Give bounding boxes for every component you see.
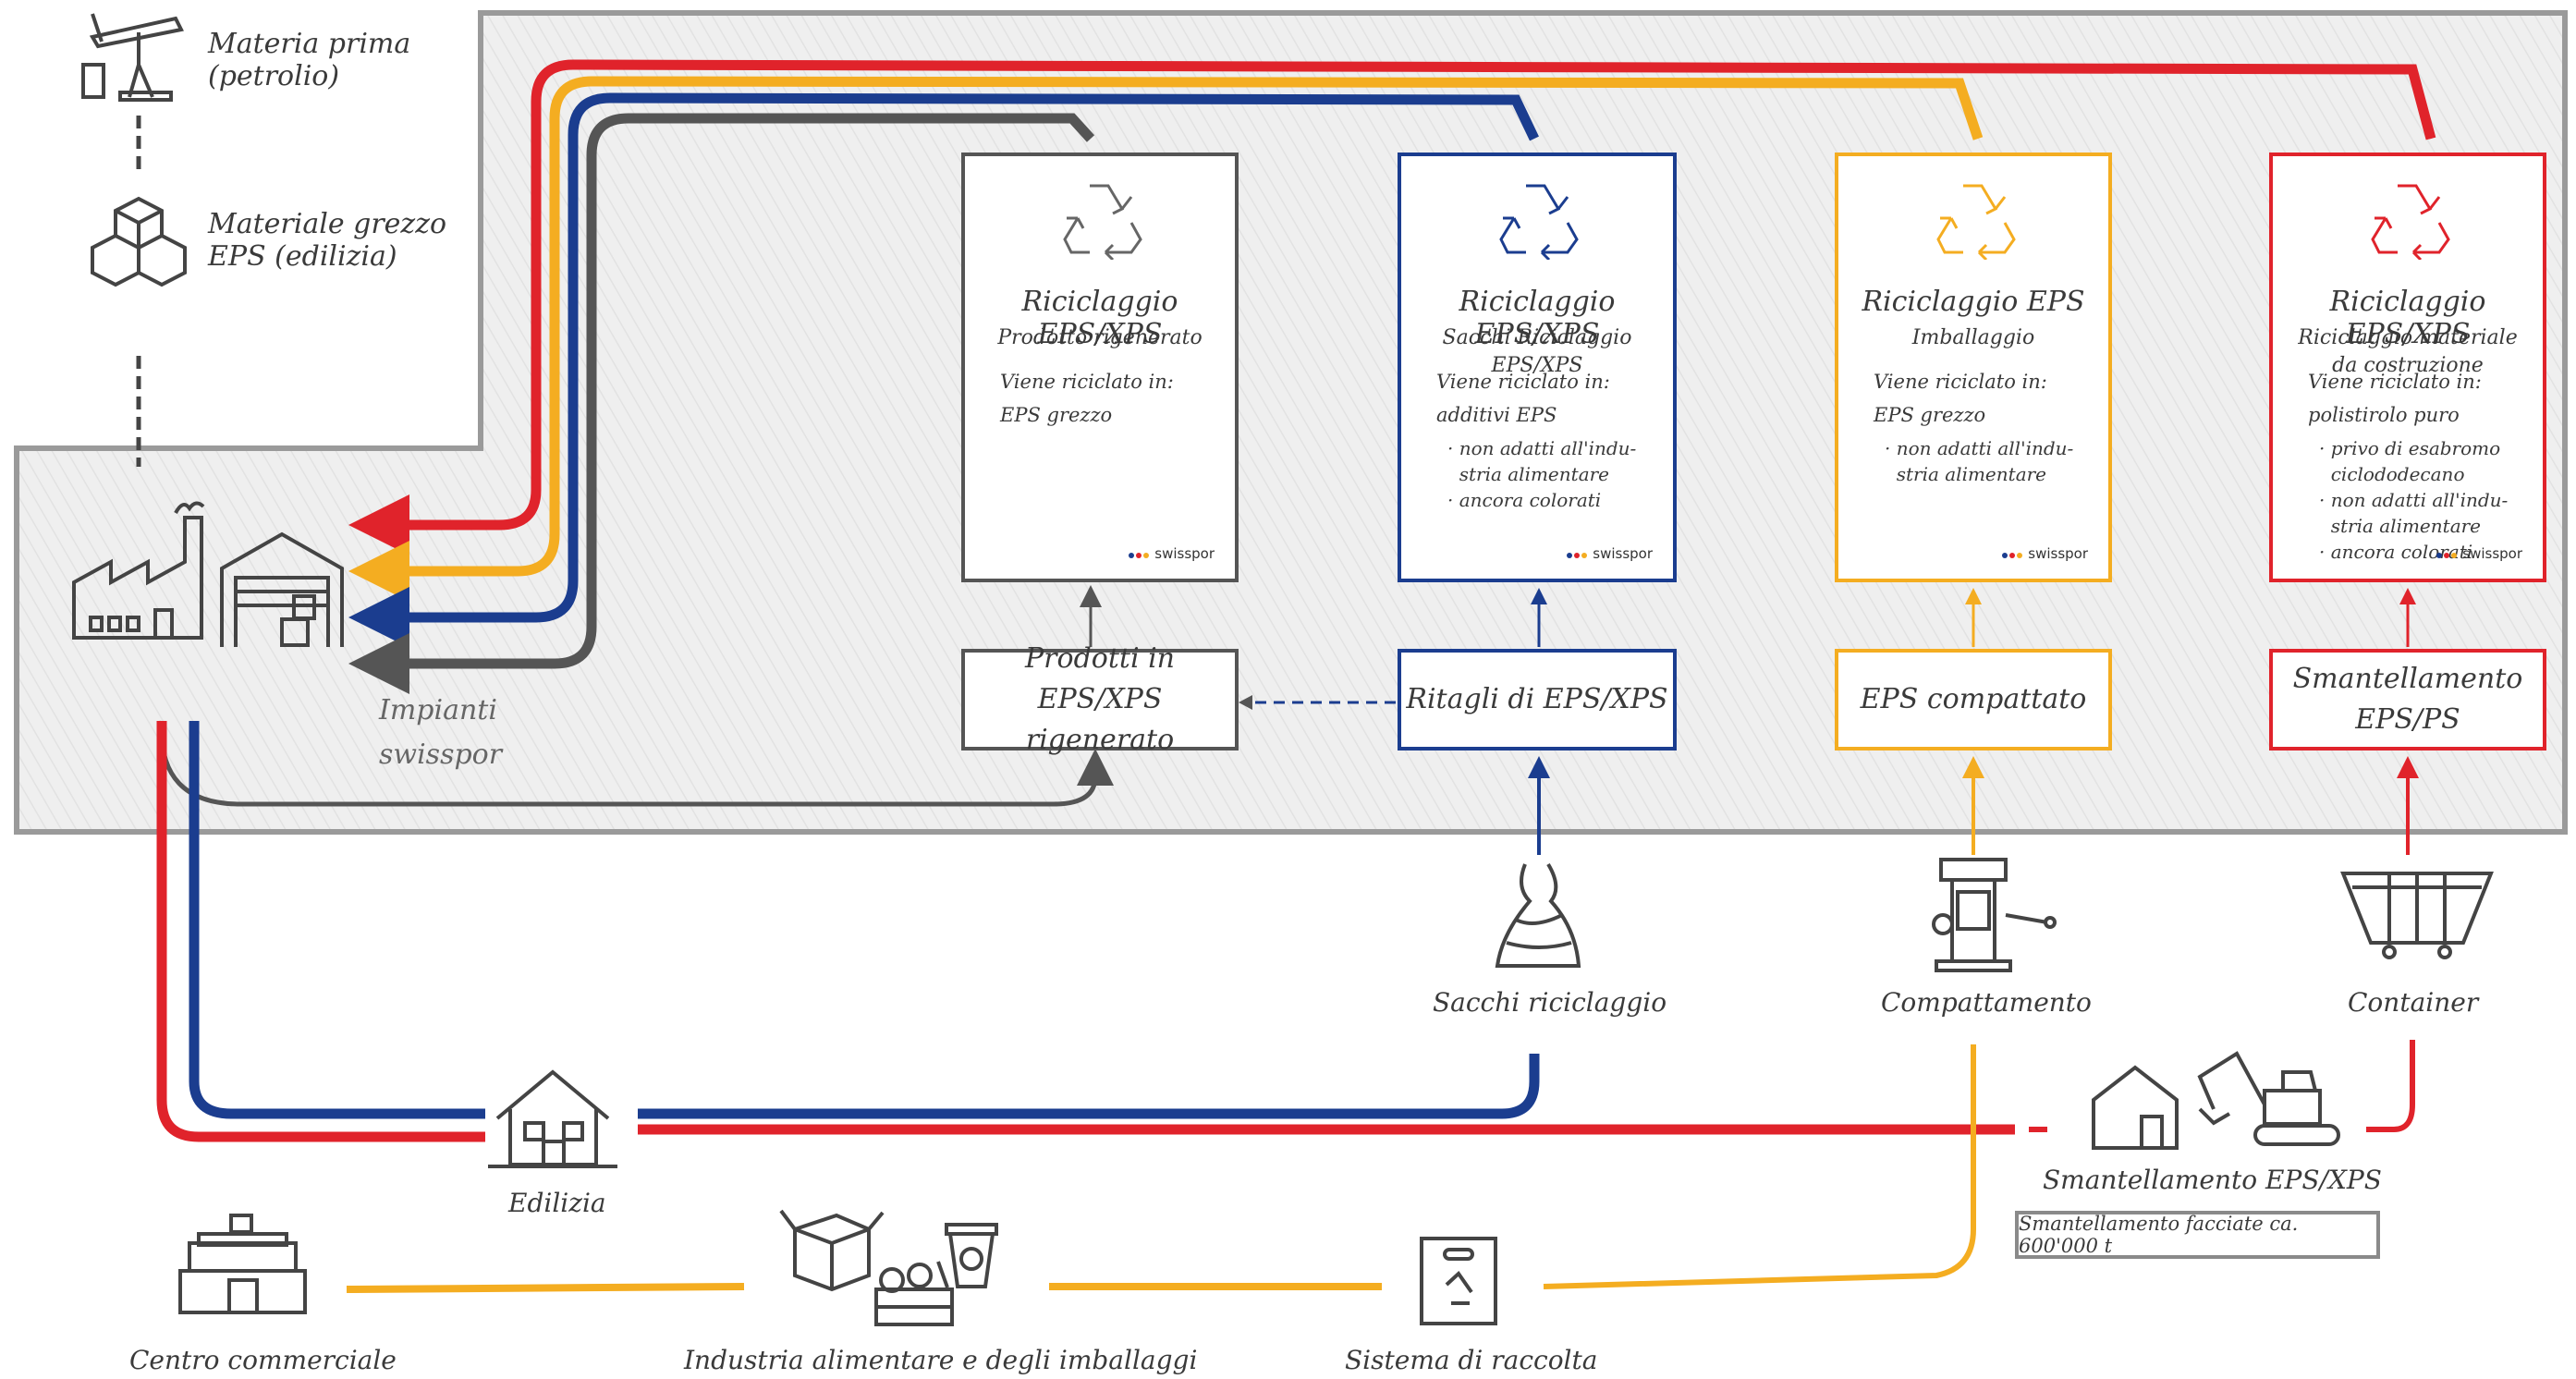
card-bullet: · ancora colorati (1447, 489, 1602, 511)
mall-icon (178, 1214, 307, 1314)
recycled-into-value: EPS grezzo (1000, 404, 1113, 426)
recycled-into-label: Viene riciclato in: (1874, 371, 2047, 393)
plant-label: Impianti swisspor (379, 694, 503, 771)
recycling-card-bags: Riciclaggio EPS/XPS Sacchi Riciclaggio E… (1398, 153, 1677, 582)
source-box-compacted: EPS compattato (1835, 649, 2112, 751)
container-label: Container (2348, 987, 2479, 1018)
source-box-offcuts: Ritagli di EPS/XPS (1398, 649, 1677, 751)
brand-logo: swisspor (1567, 545, 1653, 562)
card-bullet: stria alimentare (1447, 463, 1610, 485)
compaction-label: Compattamento (1881, 987, 2092, 1018)
collection-system-label: Sistema di raccolta (1345, 1345, 1598, 1375)
dismantling-label: Smantellamento EPS/XPS (2043, 1165, 2382, 1195)
recycle-icon (1936, 184, 2016, 260)
brand-logo: swisspor (2002, 545, 2088, 562)
oil-pump-icon (81, 13, 184, 102)
recycling-card-regenerated: Riciclaggio EPS/XPS Prodotto rigenerato … (961, 153, 1239, 582)
card-subtitle-line1: Riciclaggio materiale (2298, 326, 2518, 349)
card-title: Riciclaggio EPS/XPS (2329, 286, 2486, 350)
card-subtitle: Imballaggio (1911, 326, 2035, 349)
card-bullet: stria alimentare (2319, 515, 2482, 537)
recycled-into-value: additivi EPS (1436, 404, 1557, 426)
raw-material-label: Materia prima (petrolio) (208, 28, 411, 92)
recycled-into-label: Viene riciclato in: (2308, 371, 2482, 393)
recycle-icon (2371, 184, 2450, 260)
warehouse-icon (220, 531, 344, 647)
recycled-into-value: EPS grezzo (1874, 404, 1986, 426)
house-icon (488, 1069, 617, 1168)
dismantling-note: Smantellamento facciate ca. 600'000 t (2015, 1211, 2380, 1259)
skip-container-icon (2340, 872, 2494, 959)
card-bullet: · non adatti all'indu- (2319, 489, 2509, 511)
brand-logo: swisspor (1129, 545, 1215, 562)
card-subtitle-line2: da costruzione (2332, 354, 2484, 377)
bags-label: Sacchi riciclaggio (1433, 987, 1667, 1018)
card-bullet: · privo di esabromo (2319, 437, 2501, 459)
box-icon (779, 1209, 885, 1292)
card-title: Riciclaggio EPS/XPS (1021, 286, 1178, 350)
cubes-icon (91, 196, 187, 287)
card-subtitle: Prodotto rigenerato (997, 326, 1203, 349)
factory-icon (72, 501, 205, 640)
construction-label: Edilizia (508, 1188, 606, 1218)
eps-material-label: Materiale grezzo EPS (edilizia) (208, 208, 447, 273)
mall-label: Centro commerciale (129, 1345, 397, 1375)
card-bullet: · non adatti all'indu- (1885, 437, 2074, 459)
recycle-icon (1063, 184, 1142, 260)
card-bullet: ciclododecano (2319, 463, 2465, 485)
card-title: Riciclaggio EPS (1862, 286, 2085, 318)
card-bullet: · ancora colorati (2319, 541, 2473, 563)
garbage-bag-icon (1495, 862, 1581, 968)
recycling-card-construction: Riciclaggio EPS/XPS Riciclaggio material… (2269, 153, 2546, 582)
recycled-into-label: Viene riciclato in: (1436, 371, 1610, 393)
barn-icon (2092, 1065, 2179, 1150)
recycled-into-value: polistirolo puro (2308, 404, 2460, 426)
coffee-cup-icon (945, 1223, 998, 1288)
food-industry-label: Industria alimentare e degli imballaggi (684, 1345, 1198, 1375)
brand-logo: swisspor (2436, 545, 2522, 562)
card-bullet: stria alimentare (1885, 463, 2047, 485)
excavator-icon (2197, 1051, 2340, 1146)
vegetable-crate-icon (874, 1261, 954, 1326)
recycle-bag-icon (1420, 1237, 1497, 1325)
recycling-card-packaging: Riciclaggio EPS Imballaggio Viene ricicl… (1835, 153, 2112, 582)
card-bullet: · non adatti all'indu- (1447, 437, 1637, 459)
card-subtitle: Sacchi Riciclaggio EPS/XPS (1442, 326, 1632, 377)
recycle-icon (1499, 184, 1579, 260)
card-title: Riciclaggio EPS/XPS (1459, 286, 1616, 350)
recycled-into-label: Viene riciclato in: (1000, 371, 1174, 393)
press-icon (1932, 858, 2057, 972)
